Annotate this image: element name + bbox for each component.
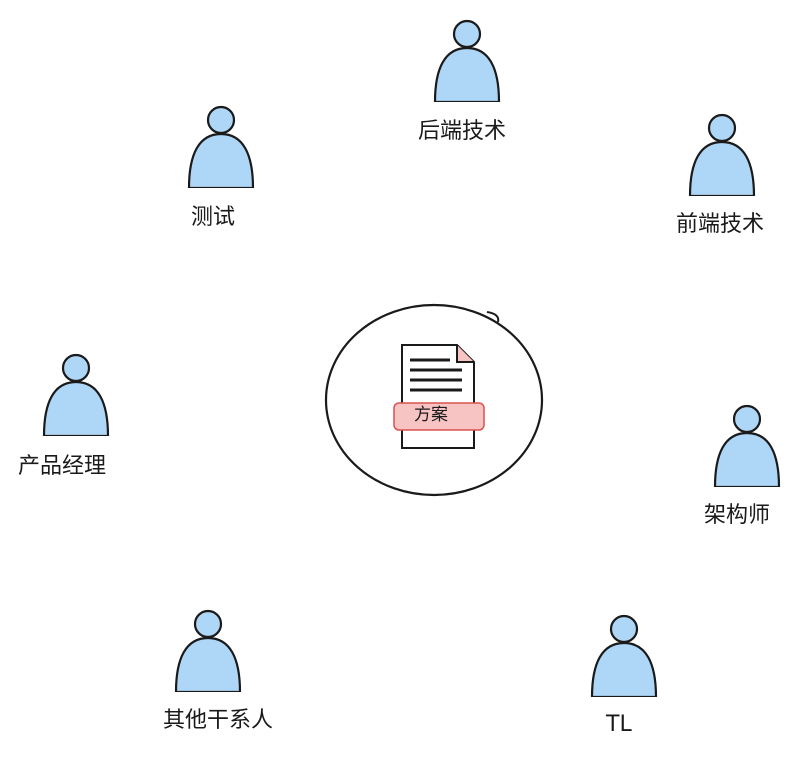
person-icon-frontend	[682, 112, 762, 196]
person-icon-backend	[427, 18, 507, 102]
center-node	[322, 300, 552, 500]
center-label: 方案	[414, 405, 448, 425]
label-architect: 架构师	[704, 503, 771, 528]
person-icon-architect	[707, 403, 787, 487]
person-icon-test	[181, 104, 261, 188]
document-icon	[393, 344, 485, 449]
label-pm: 产品经理	[18, 454, 107, 479]
person-icon-tl	[584, 613, 664, 697]
person-icon-pm	[36, 352, 116, 436]
label-test: 测试	[191, 205, 236, 230]
person-icon-stakeholder	[168, 608, 248, 692]
label-tl: TL	[606, 712, 632, 737]
label-frontend: 前端技术	[676, 212, 765, 237]
document-circle	[324, 303, 544, 497]
label-backend: 后端技术	[418, 119, 507, 144]
label-stakeholder: 其他干系人	[163, 708, 274, 733]
